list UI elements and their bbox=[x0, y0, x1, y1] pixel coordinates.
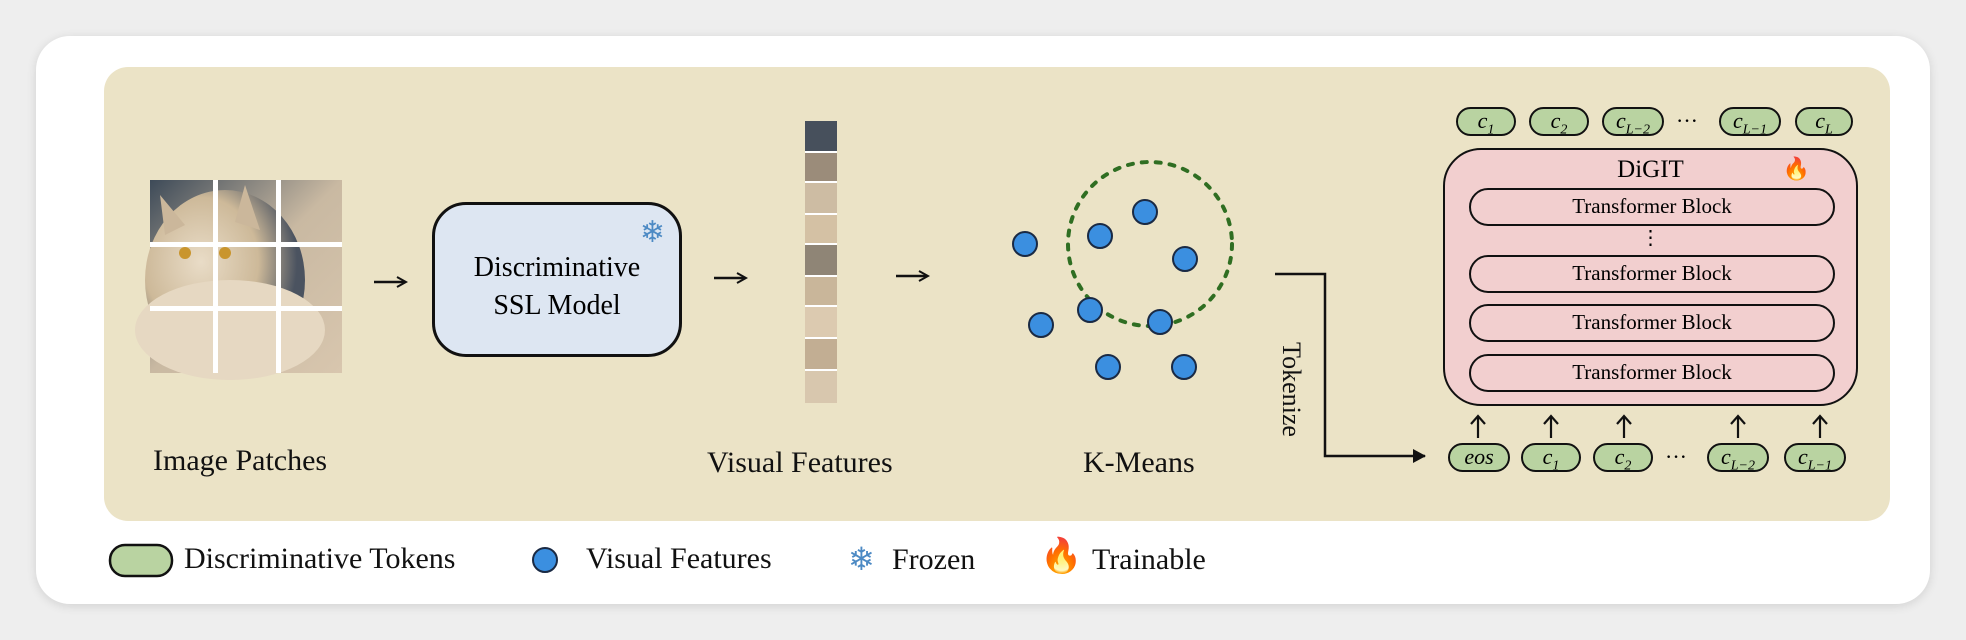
kmeans-cluster bbox=[1012, 160, 1234, 380]
flame-icon: 🔥 bbox=[1040, 538, 1083, 575]
digit-model-box: DiGIT 🔥 Transformer Block ⋮ Transformer … bbox=[1443, 148, 1858, 406]
feature-dot bbox=[1028, 312, 1054, 338]
output-token: cL−1 bbox=[1719, 107, 1781, 137]
input-token: c2 bbox=[1593, 443, 1653, 473]
output-token: cL−2 bbox=[1602, 107, 1664, 137]
legend-tokens-label: Discriminative Tokens bbox=[184, 542, 456, 575]
input-token: c1 bbox=[1521, 443, 1581, 473]
legend-trainable-label: Trainable bbox=[1092, 543, 1206, 576]
visual-features-strip bbox=[805, 121, 837, 403]
input-token: cL−2 bbox=[1707, 443, 1769, 473]
transformer-block: Transformer Block bbox=[1469, 354, 1835, 392]
tokenize-label: Tokenize bbox=[1277, 342, 1306, 437]
feature-dot bbox=[1087, 223, 1113, 249]
feature-dot bbox=[1077, 297, 1103, 323]
visual-features-label: Visual Features bbox=[707, 446, 893, 479]
output-token: c2 bbox=[1529, 107, 1589, 137]
token-ellipsis: ··· bbox=[1676, 108, 1698, 133]
input-arrows bbox=[1470, 414, 1828, 438]
feature-dot bbox=[1172, 246, 1198, 272]
feature-dot bbox=[1171, 354, 1197, 380]
input-token: eos bbox=[1448, 443, 1510, 472]
feature-dot bbox=[1012, 231, 1038, 257]
feature-dot bbox=[1132, 199, 1158, 225]
snowflake-icon: ❄ bbox=[848, 541, 875, 577]
input-token: cL−1 bbox=[1784, 443, 1846, 473]
legend-token-swatch bbox=[108, 543, 174, 578]
ssl-model-box: Discriminative SSL Model ❄ bbox=[432, 202, 682, 357]
output-token: c1 bbox=[1456, 107, 1516, 137]
transformer-block: Transformer Block bbox=[1469, 255, 1835, 293]
vertical-ellipsis: ⋮ bbox=[1640, 227, 1661, 249]
legend-features-label: Visual Features bbox=[586, 542, 772, 575]
ssl-model-label-line2: SSL Model bbox=[493, 290, 621, 321]
kmeans-label: K-Means bbox=[1083, 446, 1195, 479]
token-ellipsis: ··· bbox=[1665, 444, 1687, 469]
tokenize-arrow bbox=[1275, 272, 1426, 463]
snowflake-icon: ❄ bbox=[639, 216, 665, 249]
digit-title: DiGIT bbox=[1617, 156, 1684, 183]
image-patches-grid bbox=[135, 180, 342, 380]
transformer-block: Transformer Block bbox=[1469, 304, 1835, 342]
output-token: cL bbox=[1795, 107, 1853, 137]
legend-frozen-label: Frozen bbox=[892, 543, 976, 576]
flame-icon: 🔥 bbox=[1782, 156, 1810, 181]
feature-dot bbox=[1095, 354, 1121, 380]
ssl-model-label-line1: Discriminative bbox=[473, 252, 641, 283]
feature-dot bbox=[1147, 309, 1173, 335]
image-patches-label: Image Patches bbox=[153, 444, 328, 477]
legend-feature-dot bbox=[532, 547, 558, 573]
transformer-block: Transformer Block bbox=[1469, 188, 1835, 226]
